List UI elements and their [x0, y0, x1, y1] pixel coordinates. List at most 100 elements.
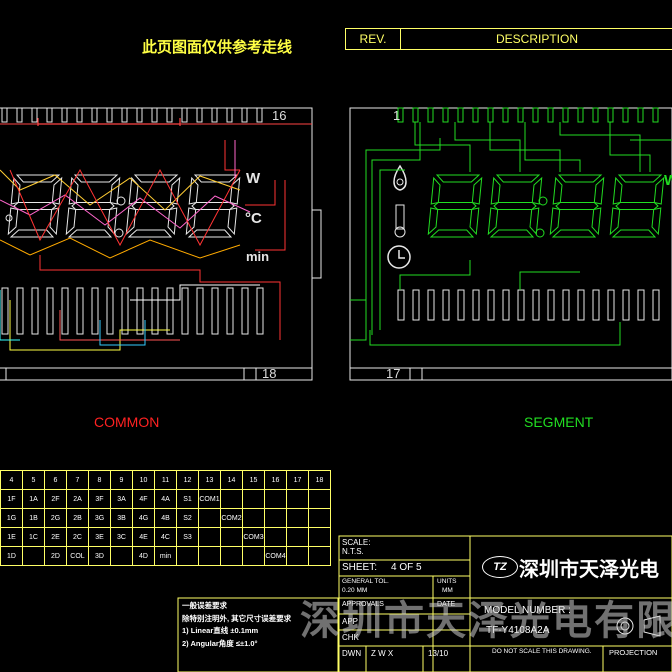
water-drop-icon	[393, 164, 407, 191]
left-pin-stub	[211, 107, 218, 123]
table-cell: COM2	[220, 508, 243, 528]
right-bottom-pin	[577, 289, 585, 321]
model-number-value: TF-Y4108A2A	[486, 625, 550, 636]
table-cell: 1E	[0, 527, 23, 547]
table-cell: 1G	[0, 508, 23, 528]
description-header: DESCRIPTION	[400, 28, 672, 50]
do-not-scale-note: DO NOT SCALE THIS DRAWING.	[492, 648, 592, 655]
digit-segment	[495, 174, 541, 183]
table-cell: 3D	[88, 546, 111, 566]
table-cell: 4A	[154, 489, 177, 509]
digit-segment	[109, 176, 121, 205]
left-pin-stub	[76, 107, 83, 123]
thermometer-icon	[395, 204, 405, 230]
left-pin-stub	[256, 107, 263, 123]
left-glass-outline	[0, 107, 313, 381]
digit-segment	[490, 176, 501, 205]
right-bottom-pin	[592, 289, 600, 321]
table-cell: 4G	[132, 508, 155, 528]
table-cell: S1	[176, 489, 199, 509]
table-cell: 3E	[88, 527, 111, 547]
right-bottom-pin	[622, 289, 630, 321]
digit-segment	[471, 176, 483, 205]
table-cell: 2C	[66, 527, 89, 547]
right-glass-outline	[349, 107, 672, 381]
table-cell	[198, 508, 221, 528]
digit-segment	[227, 207, 238, 236]
left-trace	[39, 255, 281, 340]
left-trace	[9, 168, 241, 247]
left-bottom-pin	[196, 287, 204, 335]
digit-segment	[187, 229, 233, 238]
right-trace	[399, 260, 471, 290]
left-pin-stub	[136, 107, 143, 123]
company-logo: TZ	[482, 556, 518, 578]
digit-segment	[193, 174, 239, 183]
right-bottom-pin	[487, 289, 495, 321]
table-cell	[220, 489, 243, 509]
table-cell	[242, 508, 265, 528]
table-cell	[176, 546, 199, 566]
right-bottom-pin	[472, 289, 480, 321]
right-trace	[559, 122, 641, 172]
table-cell: 1B	[22, 508, 45, 528]
digit-segment	[591, 207, 602, 236]
colon-dot	[535, 228, 545, 238]
table-cell: 2A	[66, 489, 89, 509]
table-cell: 3G	[88, 508, 111, 528]
table-cell: 3C	[110, 527, 133, 547]
right-unit-w: W	[664, 172, 672, 189]
digit-segment	[469, 207, 480, 236]
table-cell	[308, 546, 331, 566]
left-trace	[0, 290, 20, 341]
left-trace	[255, 180, 286, 251]
digit-segment	[427, 207, 439, 236]
left-bottom-pin	[1, 287, 9, 335]
left-trace	[245, 180, 276, 206]
table-cell: 1F	[0, 489, 23, 509]
table-cell: 18	[308, 470, 331, 490]
table-cell: 2G	[44, 508, 67, 528]
left-pin-marker	[243, 367, 257, 381]
right-pin-stub	[487, 107, 494, 123]
table-cell: COM4	[264, 546, 287, 566]
right-bottom-pin	[427, 289, 435, 321]
digit-segment	[489, 229, 535, 238]
digit-segment	[229, 176, 241, 205]
table-cell	[308, 489, 331, 509]
colon-dot	[116, 196, 126, 206]
left-pin-bottom-number: 18	[262, 366, 277, 381]
left-pin-top-number: 16	[272, 108, 287, 123]
table-cell: 4B	[154, 508, 177, 528]
table-cell: 12	[176, 470, 199, 490]
digit-segment	[167, 207, 178, 236]
water-drop-icon-detail	[396, 178, 404, 186]
table-cell: 3F	[88, 489, 111, 509]
projection-symbol-icon	[643, 615, 661, 637]
approvals-label: APPROVALS	[342, 601, 384, 608]
right-bottom-pin	[637, 289, 645, 321]
right-pin-stub	[442, 107, 449, 123]
right-trace	[609, 122, 651, 172]
projection-symbol-icon	[616, 617, 634, 635]
scale-label: SCALE:	[342, 538, 371, 547]
right-pin-stub	[652, 107, 659, 123]
left-pin-stub	[241, 107, 248, 123]
table-cell: 3A	[110, 489, 133, 509]
left-pin-stub	[151, 107, 158, 123]
table-cell: 4E	[132, 527, 155, 547]
left-bottom-pin	[31, 287, 39, 335]
digit-segment	[67, 229, 113, 238]
left-pin-stub	[226, 107, 233, 123]
right-pin-stub	[397, 107, 404, 123]
left-pin-stub	[106, 107, 113, 123]
table-cell: 2F	[44, 489, 67, 509]
right-pin-stub	[547, 107, 554, 123]
pin-assignment-table: 4 5 6 7 8 9 10 11 12 13 14 15 16 17 18 1…	[0, 470, 331, 566]
table-cell	[110, 546, 133, 566]
left-unit-min: min	[246, 249, 270, 264]
table-row: 1G 1B 2G 2B 3G 3B 4G 4B S2 COM2	[0, 508, 331, 528]
model-number-label: MODEL NUMBER :	[484, 605, 571, 616]
left-pin-marker	[0, 367, 7, 381]
left-bottom-pin	[106, 287, 114, 335]
